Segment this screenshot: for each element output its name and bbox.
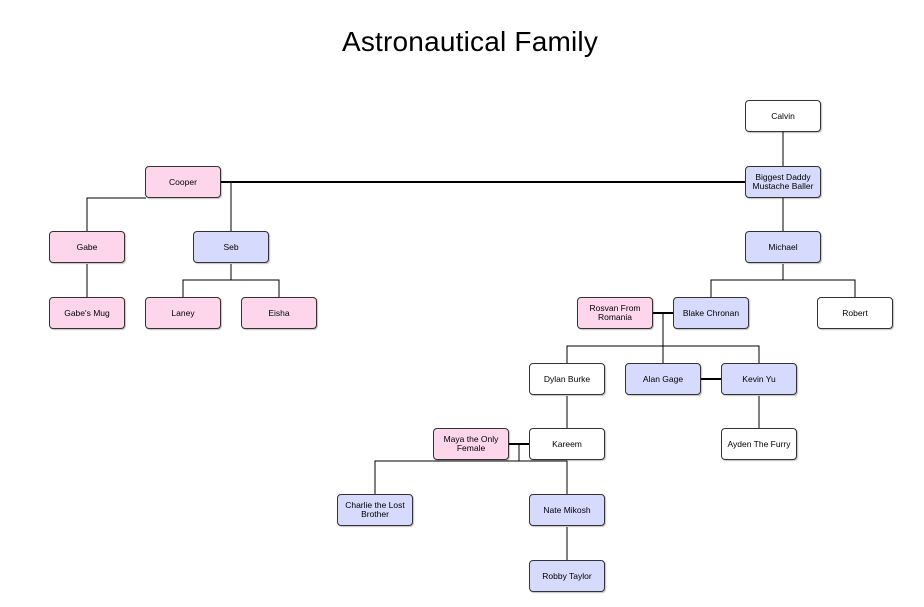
node-cooper[interactable]: Cooper (145, 166, 221, 198)
line-cooper-to-gabe (86, 197, 146, 231)
node-ayden[interactable]: Ayden The Furry (721, 428, 797, 460)
node-gabes-mug[interactable]: Gabe's Mug (49, 297, 125, 329)
node-rosvan[interactable]: Rosvan From Romania (577, 297, 653, 329)
node-robby[interactable]: Robby Taylor (529, 560, 605, 592)
line-seb-children (182, 279, 280, 297)
node-eisha[interactable]: Eisha (241, 297, 317, 329)
node-gabe[interactable]: Gabe (49, 231, 125, 263)
node-dylan[interactable]: Dylan Burke (529, 363, 605, 395)
diagram-title: Astronautical Family (341, 26, 599, 57)
node-biggest-daddy[interactable]: Biggest Daddy Mustache Baller (745, 166, 821, 198)
node-nate[interactable]: Nate Mikosh (529, 494, 605, 526)
node-calvin[interactable]: Calvin (745, 100, 821, 132)
line-maya-kareem-children (374, 460, 568, 494)
node-alan[interactable]: Alan Gage (625, 363, 701, 395)
line-michael-children (710, 279, 856, 297)
node-kevin[interactable]: Kevin Yu (721, 363, 797, 395)
node-laney[interactable]: Laney (145, 297, 221, 329)
node-maya[interactable]: Maya the Only Female (433, 428, 509, 460)
node-kareem[interactable]: Kareem (529, 428, 605, 460)
node-seb[interactable]: Seb (193, 231, 269, 263)
node-blake[interactable]: Blake Chronan (673, 297, 749, 329)
node-robert[interactable]: Robert (817, 297, 893, 329)
node-michael[interactable]: Michael (745, 231, 821, 263)
node-charlie[interactable]: Charlie the Lost Brother (337, 494, 413, 526)
